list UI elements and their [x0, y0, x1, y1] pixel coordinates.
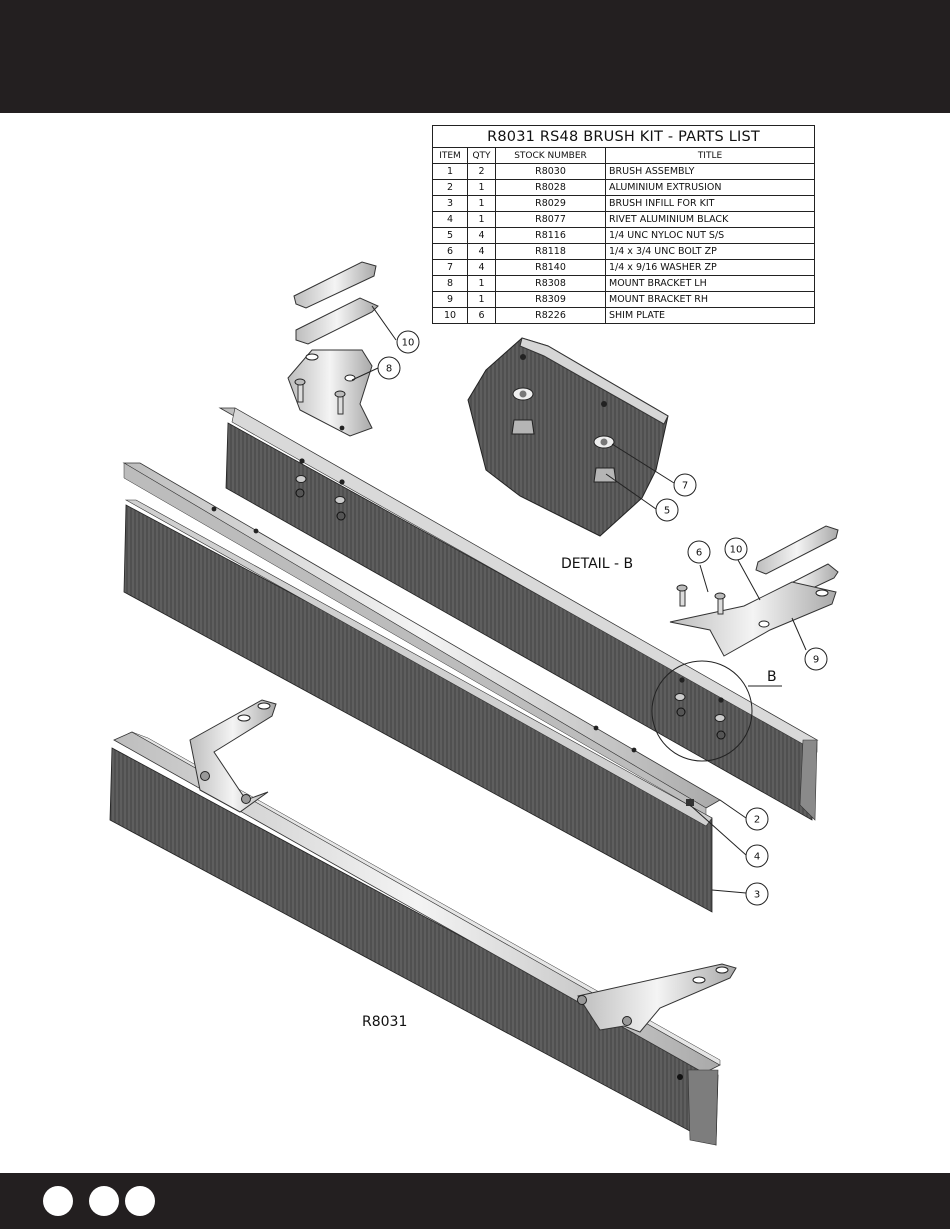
- brush-assembly-lower: [109, 699, 737, 1146]
- balloon-number: 9: [813, 655, 819, 666]
- balloon-circle: [655, 498, 679, 522]
- balloon-number: 3: [754, 890, 760, 901]
- page-indicator-dot: [125, 1186, 155, 1216]
- parts-list-title: R8031 RS48 BRUSH KIT - PARTS LIST: [432, 125, 815, 148]
- balloon-circle: [396, 330, 420, 354]
- balloon-number: 6: [696, 548, 702, 559]
- balloon-circle: [745, 882, 769, 906]
- extrusion-and-infill: [122, 462, 721, 913]
- balloon-number: 10: [402, 338, 415, 349]
- item-balloon: 8: [377, 356, 401, 380]
- cell-stock-number: R8226: [495, 307, 606, 324]
- item-balloon: 4: [745, 844, 769, 868]
- item-balloons: 10 8 7 5 6 10 9 2 4 3: [377, 330, 828, 906]
- cell-title: SHIM PLATE: [605, 307, 815, 324]
- balloon-circle: [687, 540, 711, 564]
- top-banner: [0, 0, 950, 113]
- item-balloon: 5: [655, 498, 679, 522]
- brush-assembly-upper: [218, 407, 819, 821]
- cell-item: 10: [432, 307, 468, 324]
- item-balloon: 2: [745, 807, 769, 831]
- balloon-circle: [673, 473, 697, 497]
- assembly-label: R8031: [362, 1014, 407, 1030]
- balloon-circle: [745, 807, 769, 831]
- bottom-banner: [0, 1173, 950, 1229]
- item-balloon: 3: [745, 882, 769, 906]
- page-indicator-dot: [89, 1186, 119, 1216]
- balloon-number: 4: [754, 852, 760, 863]
- balloon-number: 10: [730, 545, 743, 556]
- balloon-number: 2: [754, 815, 760, 826]
- balloon-circle: [377, 356, 401, 380]
- mount-bracket-lh-group: [287, 261, 379, 437]
- detail-b-circle: [651, 660, 753, 762]
- detail-b-marker: B: [767, 669, 777, 685]
- balloon-number: 8: [386, 364, 392, 375]
- item-balloon: 6: [687, 540, 711, 564]
- item-balloon: 7: [673, 473, 697, 497]
- balloon-circle: [804, 647, 828, 671]
- item-balloon: 10: [724, 537, 748, 561]
- mount-bracket-rh-group: [669, 525, 839, 657]
- detail-b-label: DETAIL - B: [561, 556, 633, 572]
- balloon-circle: [724, 537, 748, 561]
- page-indicator-dot: [43, 1186, 73, 1216]
- item-balloon: 9: [804, 647, 828, 671]
- item-balloon: 10: [396, 330, 420, 354]
- parts-list-table: R8031 RS48 BRUSH KIT - PARTS LIST ITEM Q…: [432, 125, 815, 324]
- balloon-number: 5: [664, 506, 670, 517]
- balloon-circle: [745, 844, 769, 868]
- detail-b-inset: [467, 337, 669, 537]
- balloon-number: 7: [682, 481, 688, 492]
- leader-lines: [351, 305, 807, 894]
